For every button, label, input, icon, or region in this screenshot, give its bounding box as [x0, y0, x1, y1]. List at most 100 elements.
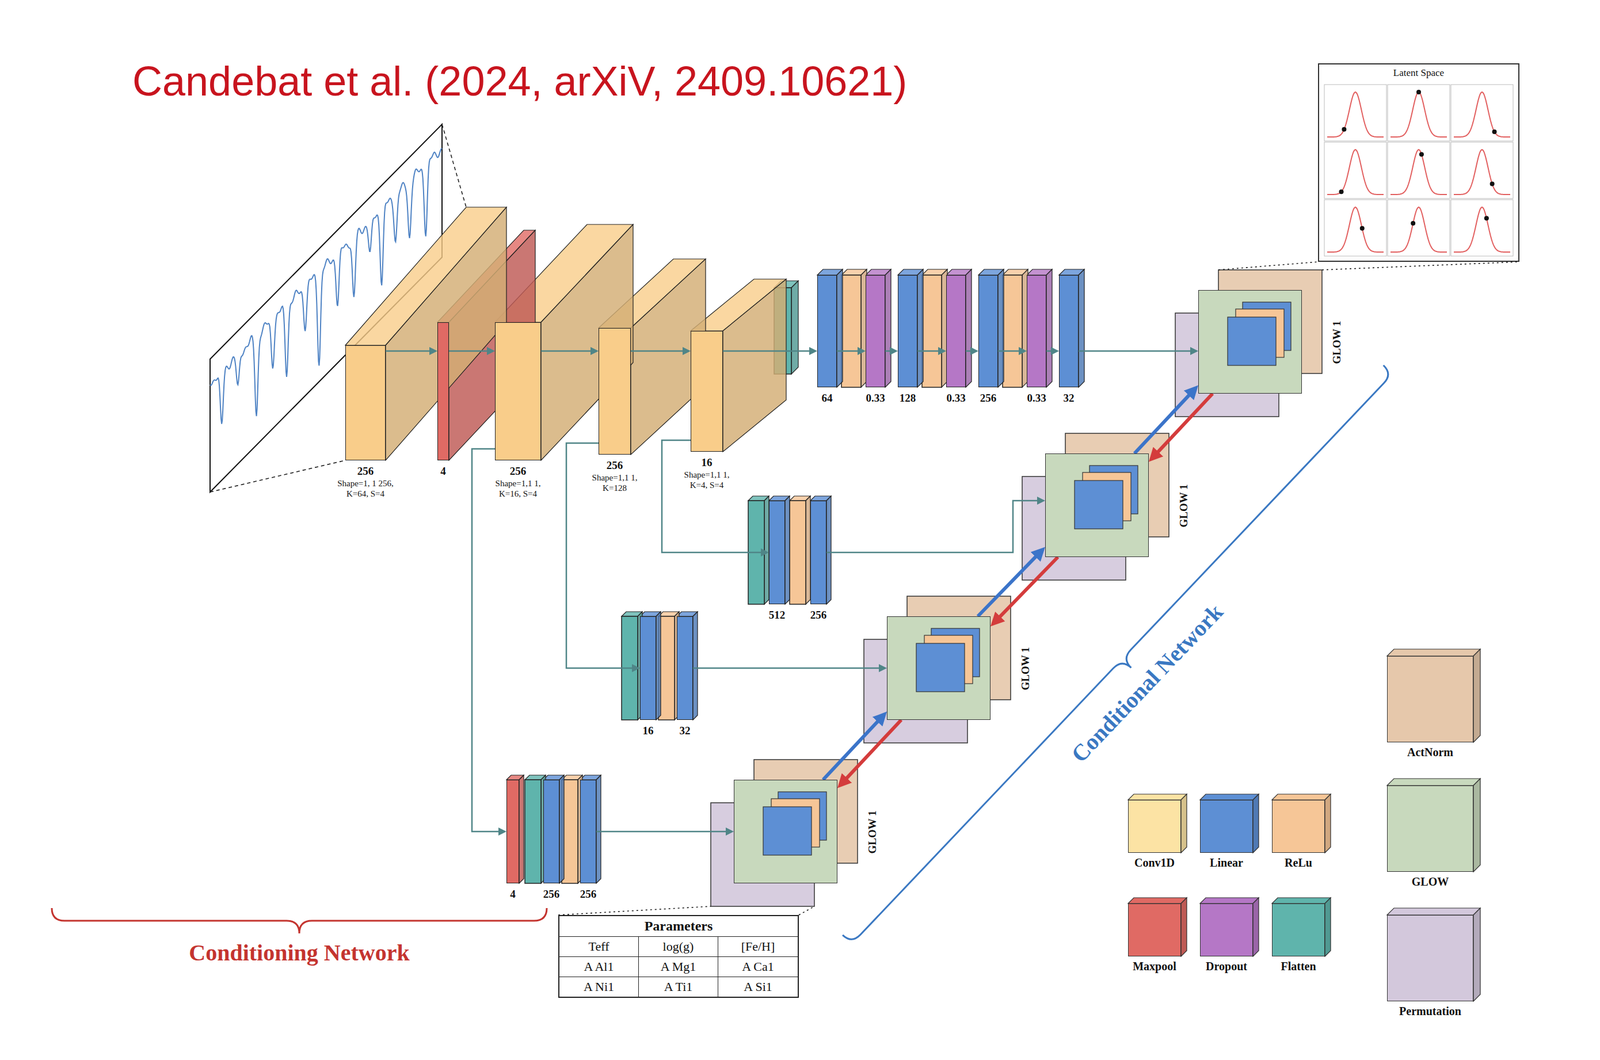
grid-cell: [1387, 199, 1450, 257]
swatch-depth: [1252, 794, 1259, 853]
legend-label: GLOW: [1411, 875, 1449, 889]
layer-caption: 256: [543, 887, 560, 902]
linear-layer: 32: [676, 616, 693, 720]
gaussian-curve: [1327, 149, 1384, 195]
swatch-shade: [1252, 897, 1259, 957]
legend-label: ActNorm: [1407, 745, 1454, 760]
maxpool-layer: 4: [437, 322, 449, 461]
prism-side: [791, 280, 799, 375]
swatch-depth: [1473, 649, 1481, 743]
prism-shade: [656, 611, 661, 720]
layer-size: 128: [899, 391, 917, 406]
data-flow-line: [630, 350, 687, 353]
layer-caption: 512: [768, 608, 786, 623]
grid-cell: [1324, 142, 1387, 199]
data-flow-line: [541, 350, 595, 353]
prism-shade: [519, 775, 524, 884]
legend-label: Permutation: [1399, 1004, 1462, 1019]
layer-size: 16: [642, 724, 654, 738]
sample-dot: [1490, 181, 1495, 187]
layer-caption: 256Shape=1,1 1, K=16, S=4: [486, 464, 550, 499]
layer-size: 256: [980, 391, 997, 406]
glow-sublayer: [916, 643, 965, 692]
prism-side: [917, 269, 924, 388]
data-flow-line: [692, 667, 883, 670]
legend-label: Flatten: [1280, 960, 1316, 974]
actnorm-block: [1218, 269, 1323, 374]
layer-size: 256: [580, 887, 597, 902]
layer-size: 4: [509, 887, 516, 902]
data-flow-line: [1078, 350, 1195, 353]
glow-label: GLOW 1: [1330, 320, 1344, 364]
legend-label: Maxpool: [1132, 960, 1177, 974]
prism-side: [722, 279, 787, 452]
prism-side: [965, 269, 972, 388]
curly-brace: [51, 908, 547, 934]
sample-dot: [1419, 151, 1424, 157]
layer-size: 256: [583, 458, 647, 473]
dropout-layer: 0.33: [865, 275, 886, 388]
layer-caption: 128: [899, 391, 917, 406]
glow-block: GLOW 1: [886, 616, 991, 720]
layer-params: Shape=1,1 1, K=4, S=4: [675, 469, 739, 491]
layer-caption: 256: [580, 887, 597, 902]
prism-side: [997, 269, 1004, 388]
layer-size: 4: [440, 464, 447, 479]
data-flow-line: [997, 350, 1023, 353]
grid-cell: [1324, 199, 1387, 257]
swatch-depth: [1387, 649, 1481, 657]
conv1d-layer: 256Shape=1,1 1, K=16, S=4: [494, 322, 542, 461]
swatch-shade: [1181, 897, 1187, 957]
prism-side: [596, 775, 601, 884]
layer-size: 256: [810, 608, 828, 623]
grid-cell: [1324, 84, 1387, 142]
layer-size: 256: [543, 887, 560, 902]
linear-layer: 256: [580, 779, 597, 884]
prism-shade: [785, 496, 790, 605]
glow-label: GLOW 1: [1177, 484, 1191, 528]
prism-shade: [965, 269, 972, 388]
layer-caption: 0.33: [1026, 391, 1046, 406]
table-cell: Teff: [559, 936, 639, 958]
prism-shade: [596, 775, 601, 884]
layer-params: Shape=1,1 1, K=128: [583, 472, 647, 494]
swatch-depth: [1473, 778, 1481, 872]
layer-size: 0.33: [946, 391, 966, 406]
grid-cell: [1387, 84, 1450, 142]
legend-swatch: [1271, 903, 1325, 957]
layer-caption: 256Shape=1, 1 256, K=64, S=4: [333, 464, 398, 499]
swatch-depth: [1271, 794, 1331, 800]
glow-sublayer: [763, 806, 812, 856]
layer-slab: [1002, 275, 1023, 388]
prism-shade: [805, 496, 811, 605]
prism-shade: [885, 269, 891, 388]
layer-caption: 256Shape=1,1 1, K=128: [583, 458, 647, 494]
legend-label: Conv1D: [1134, 856, 1175, 870]
swatch-shade: [1473, 649, 1481, 743]
layer-size: 0.33: [865, 391, 885, 406]
layer-caption: 0.33: [865, 391, 885, 406]
layer-params: Shape=1,1 1, K=16, S=4: [486, 478, 550, 499]
swatch-depth: [1271, 897, 1331, 904]
prism-side: [764, 496, 769, 605]
grid-cell: [1450, 142, 1514, 199]
layer-caption: 256: [980, 391, 997, 406]
prism-shade: [917, 269, 924, 388]
prism-shade: [836, 269, 843, 388]
swatch-depth: [1252, 897, 1259, 957]
prism-side: [559, 775, 565, 884]
actnorm-block: [907, 596, 1011, 700]
linear-layer: 64: [817, 275, 837, 388]
linear-layer: 256: [978, 275, 998, 388]
prism-side: [826, 496, 832, 605]
glow-sublayer: [1074, 480, 1123, 529]
sample-dot: [1360, 226, 1365, 231]
data-flow-line: [965, 350, 975, 353]
swatch-depth: [1200, 897, 1259, 904]
gaussian-curve: [1327, 207, 1384, 253]
dropout-layer: 0.33: [1026, 275, 1047, 388]
curly-brace-group: [842, 365, 1403, 953]
glow-label: GLOW 1: [1019, 646, 1032, 691]
sample-dot: [1484, 215, 1489, 221]
data-flow-line: [826, 500, 1042, 553]
